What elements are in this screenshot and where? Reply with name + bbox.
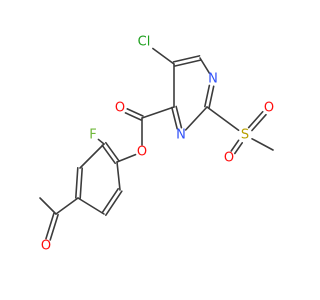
bond-oe-ar1 xyxy=(116,153,137,163)
bond-ca-cm xyxy=(39,197,57,215)
atom-s: S xyxy=(241,128,249,143)
bond-s-os2-2 xyxy=(230,139,240,152)
bond-ar2-ar3 xyxy=(79,143,105,169)
bonds-layer xyxy=(39,47,274,241)
bond-c6-n1 xyxy=(199,57,211,74)
bond-ar1-ar2-2 xyxy=(104,141,120,162)
bond-c5-cl xyxy=(152,47,175,65)
atom-n1: N xyxy=(208,72,218,87)
atom-labels-layer: Cl N N S O O O O F O xyxy=(41,35,274,254)
bond-n3-c4-1 xyxy=(171,106,178,130)
atom-o-sulfonyl-bottom: O xyxy=(224,151,234,166)
bond-ar1-ar2-1 xyxy=(101,144,117,165)
atom-f: F xyxy=(89,128,96,143)
bond-n3-c4-2 xyxy=(175,105,183,129)
atom-o-sulfonyl-top: O xyxy=(264,101,274,116)
atom-o-carbonyl: O xyxy=(115,101,125,116)
bond-s-me xyxy=(251,137,274,151)
bond-cc-oc-1 xyxy=(124,112,142,121)
bond-ar5-ar6-2 xyxy=(105,190,123,217)
bond-ar4-ar5 xyxy=(77,197,105,215)
bond-c4-cc xyxy=(141,106,175,119)
bond-ar2-f xyxy=(97,138,105,145)
bond-c5-c6-1 xyxy=(172,55,201,63)
bond-s-os1-2 xyxy=(251,113,267,132)
bond-cc-oc-2 xyxy=(126,108,144,117)
bond-ca-oa-2 xyxy=(45,212,55,240)
bond-s-os1-1 xyxy=(247,110,264,129)
bond-n1-c2-1 xyxy=(208,85,215,109)
bond-ar4-ca xyxy=(55,197,79,215)
bond-ar6-ar1 xyxy=(116,161,121,191)
bond-ar3-ar4-1 xyxy=(79,167,83,199)
chemical-structure-diagram: Cl N N S O O O O F O xyxy=(39,35,274,254)
bond-s-os2-1 xyxy=(234,142,244,155)
bond-c2-s xyxy=(206,106,240,132)
atom-o-acetyl: O xyxy=(41,239,51,254)
bond-c2-n3 xyxy=(184,106,208,131)
atom-cl: Cl xyxy=(138,35,151,50)
atom-o-ester: O xyxy=(137,145,147,160)
atom-n3: N xyxy=(176,128,186,143)
bond-c5-c6-2 xyxy=(173,59,202,67)
bond-n1-c2-2 xyxy=(204,84,211,108)
bond-ca-oa-1 xyxy=(49,213,59,241)
bond-ar3-ar4-2 xyxy=(75,167,79,199)
bond-ar5-ar6-1 xyxy=(101,187,119,214)
